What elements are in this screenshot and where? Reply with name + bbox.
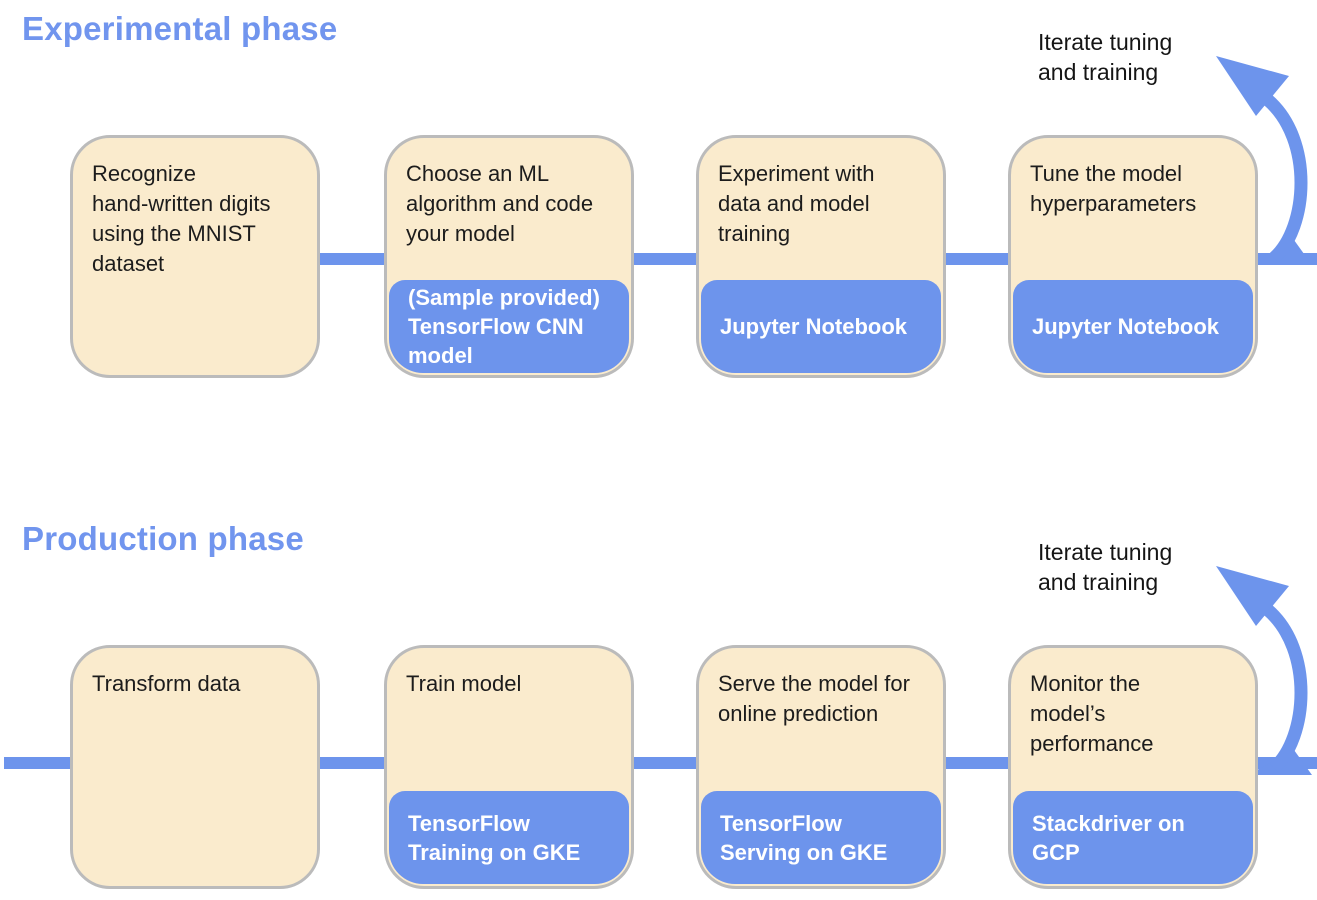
step-description: Choose an ML algorithm and code your mod… xyxy=(406,161,594,246)
flow-line-production xyxy=(4,757,1317,769)
step-box-train-model: Train model TensorFlow Training on GKE xyxy=(384,645,634,889)
step-description: Monitor the model’s performance xyxy=(1030,671,1154,756)
step-description: Train model xyxy=(406,671,522,696)
step-box-choose-algorithm: Choose an ML algorithm and code your mod… xyxy=(384,135,634,378)
step-description: Recognize hand-written digits using the … xyxy=(92,161,271,276)
step-box-experiment-training: Experiment with data and model training … xyxy=(696,135,946,378)
step-box-monitor-performance: Monitor the model’s performance Stackdri… xyxy=(1008,645,1258,889)
step-description: Experiment with data and model training xyxy=(718,161,875,246)
phase-title-production: Production phase xyxy=(22,520,304,557)
step-box-tune-hyperparameters: Tune the model hyperparameters Jupyter N… xyxy=(1008,135,1258,378)
step-box-serve-model: Serve the model for online prediction Te… xyxy=(696,645,946,889)
iterate-arrow-head-top xyxy=(1216,56,1289,116)
iterate-arrow-curve-top xyxy=(1263,95,1308,263)
tool-badge-stackdriver-gcp: Stackdriver on GCP xyxy=(1013,791,1253,884)
iterate-label-experimental: Iterate tuning and training xyxy=(1038,29,1173,85)
tool-badge-tensorflow-training-gke: TensorFlow Training on GKE xyxy=(389,791,629,884)
iterate-label-production: Iterate tuning and training xyxy=(1038,539,1173,595)
tool-badge-jupyter-notebook: Jupyter Notebook xyxy=(701,280,941,373)
phase-title-experimental: Experimental phase xyxy=(22,10,338,47)
iterate-arrow-curve-bottom xyxy=(1263,605,1308,773)
tool-badge-tensorflow-cnn: (Sample provided) TensorFlow CNN model xyxy=(389,280,629,373)
step-description: Transform data xyxy=(92,671,241,696)
step-description: Tune the model hyperparameters xyxy=(1030,161,1197,216)
step-box-recognize-digits: Recognize hand-written digits using the … xyxy=(70,135,320,378)
tool-badge-jupyter-notebook: Jupyter Notebook xyxy=(1013,280,1253,373)
step-description: Serve the model for online prediction xyxy=(718,671,910,726)
step-box-transform-data: Transform data xyxy=(70,645,320,889)
iterate-arrow-head-bottom xyxy=(1216,566,1289,626)
tool-badge-tensorflow-serving-gke: TensorFlow Serving on GKE xyxy=(701,791,941,884)
